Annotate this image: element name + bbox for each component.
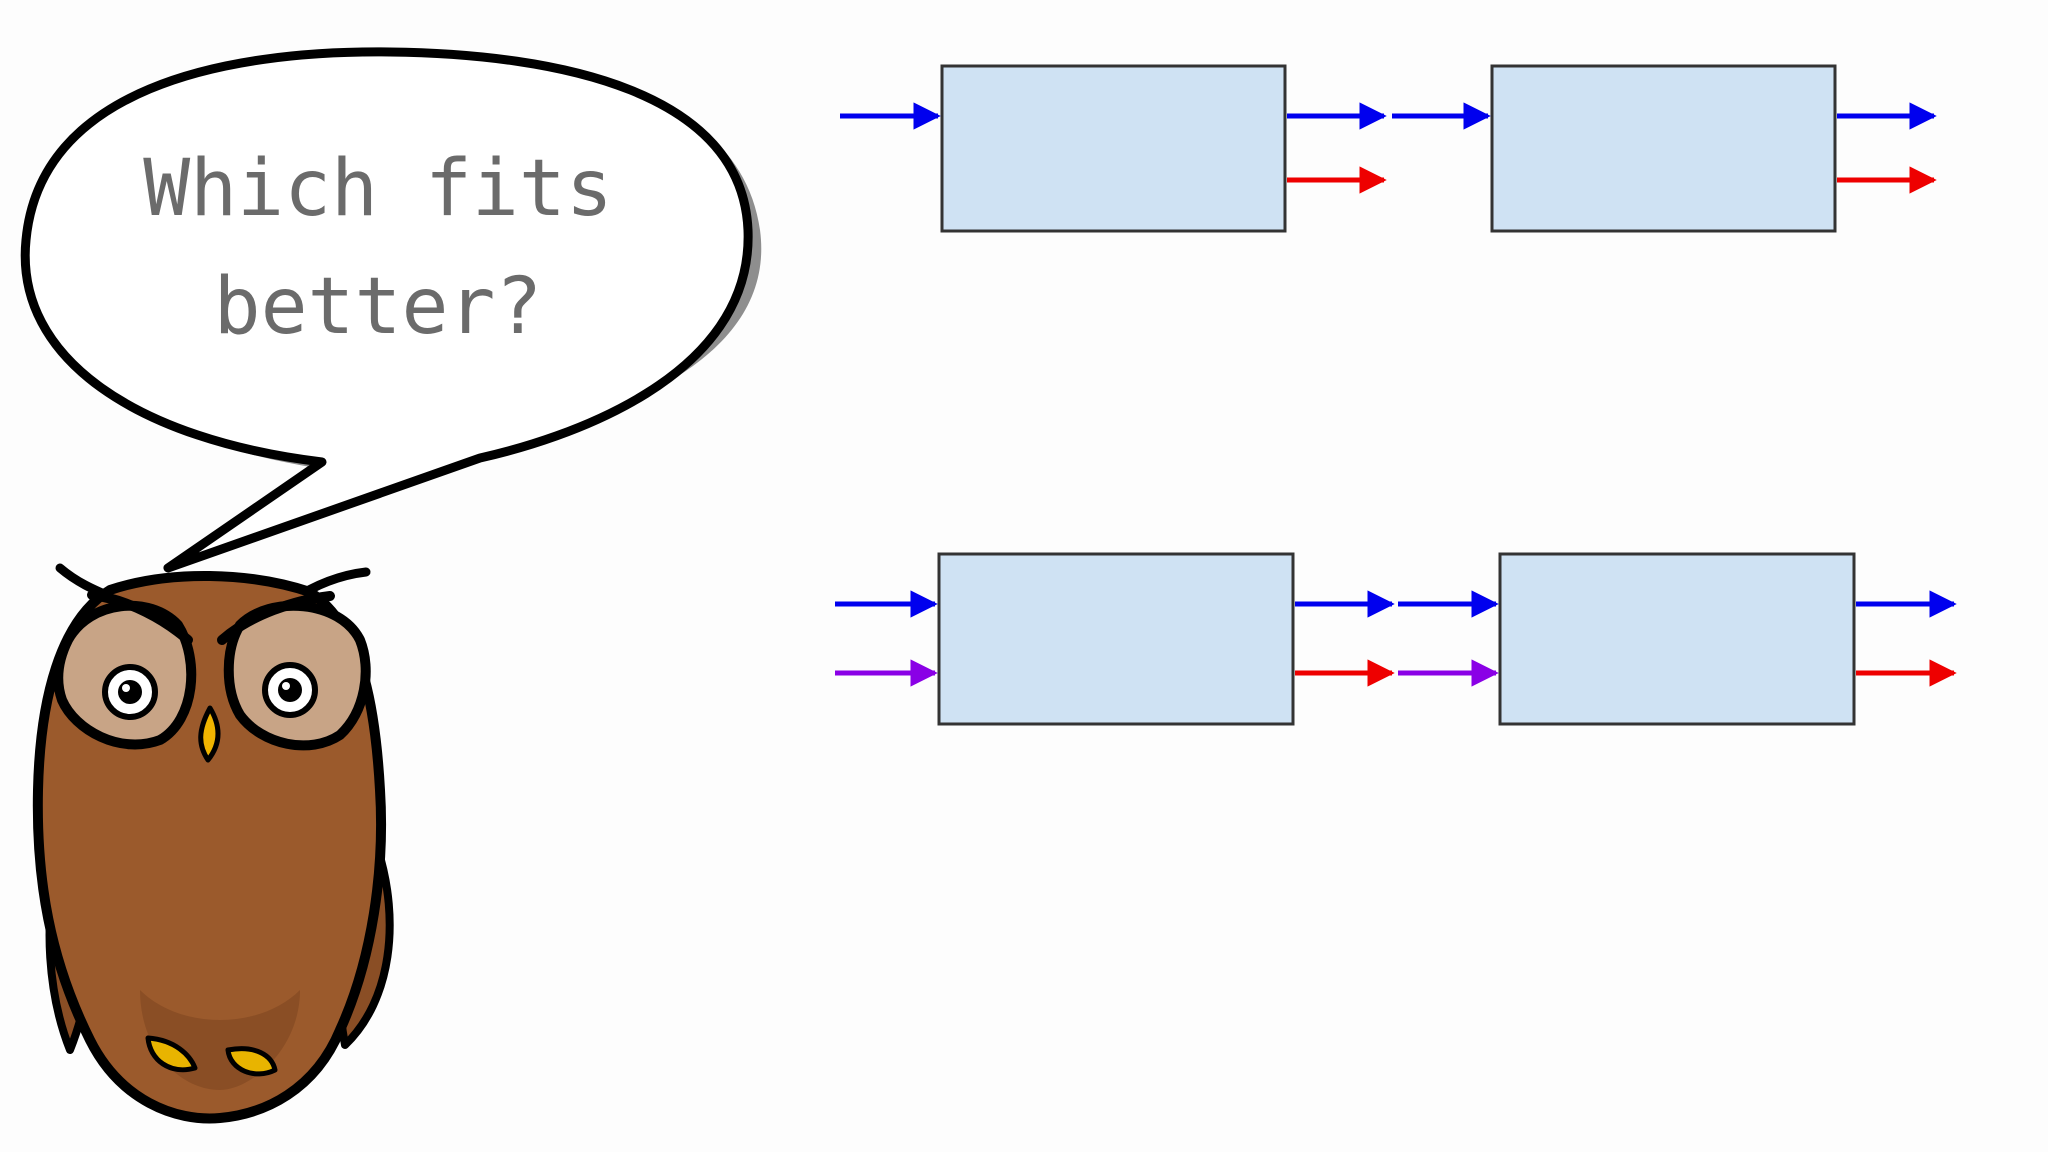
bottom-block-1 [937, 552, 1295, 726]
top-chain [840, 64, 1937, 233]
bottom-chain [835, 552, 1957, 726]
owl-icon [32, 563, 394, 1124]
bottom-block-2 [1498, 552, 1856, 726]
speech-line-1: Which fits [143, 144, 613, 234]
speech-bubble-icon: Which fits better? [20, 47, 762, 573]
top-block-2 [1490, 64, 1837, 233]
speech-line-2: better? [214, 262, 543, 352]
top-block-1 [940, 64, 1287, 233]
